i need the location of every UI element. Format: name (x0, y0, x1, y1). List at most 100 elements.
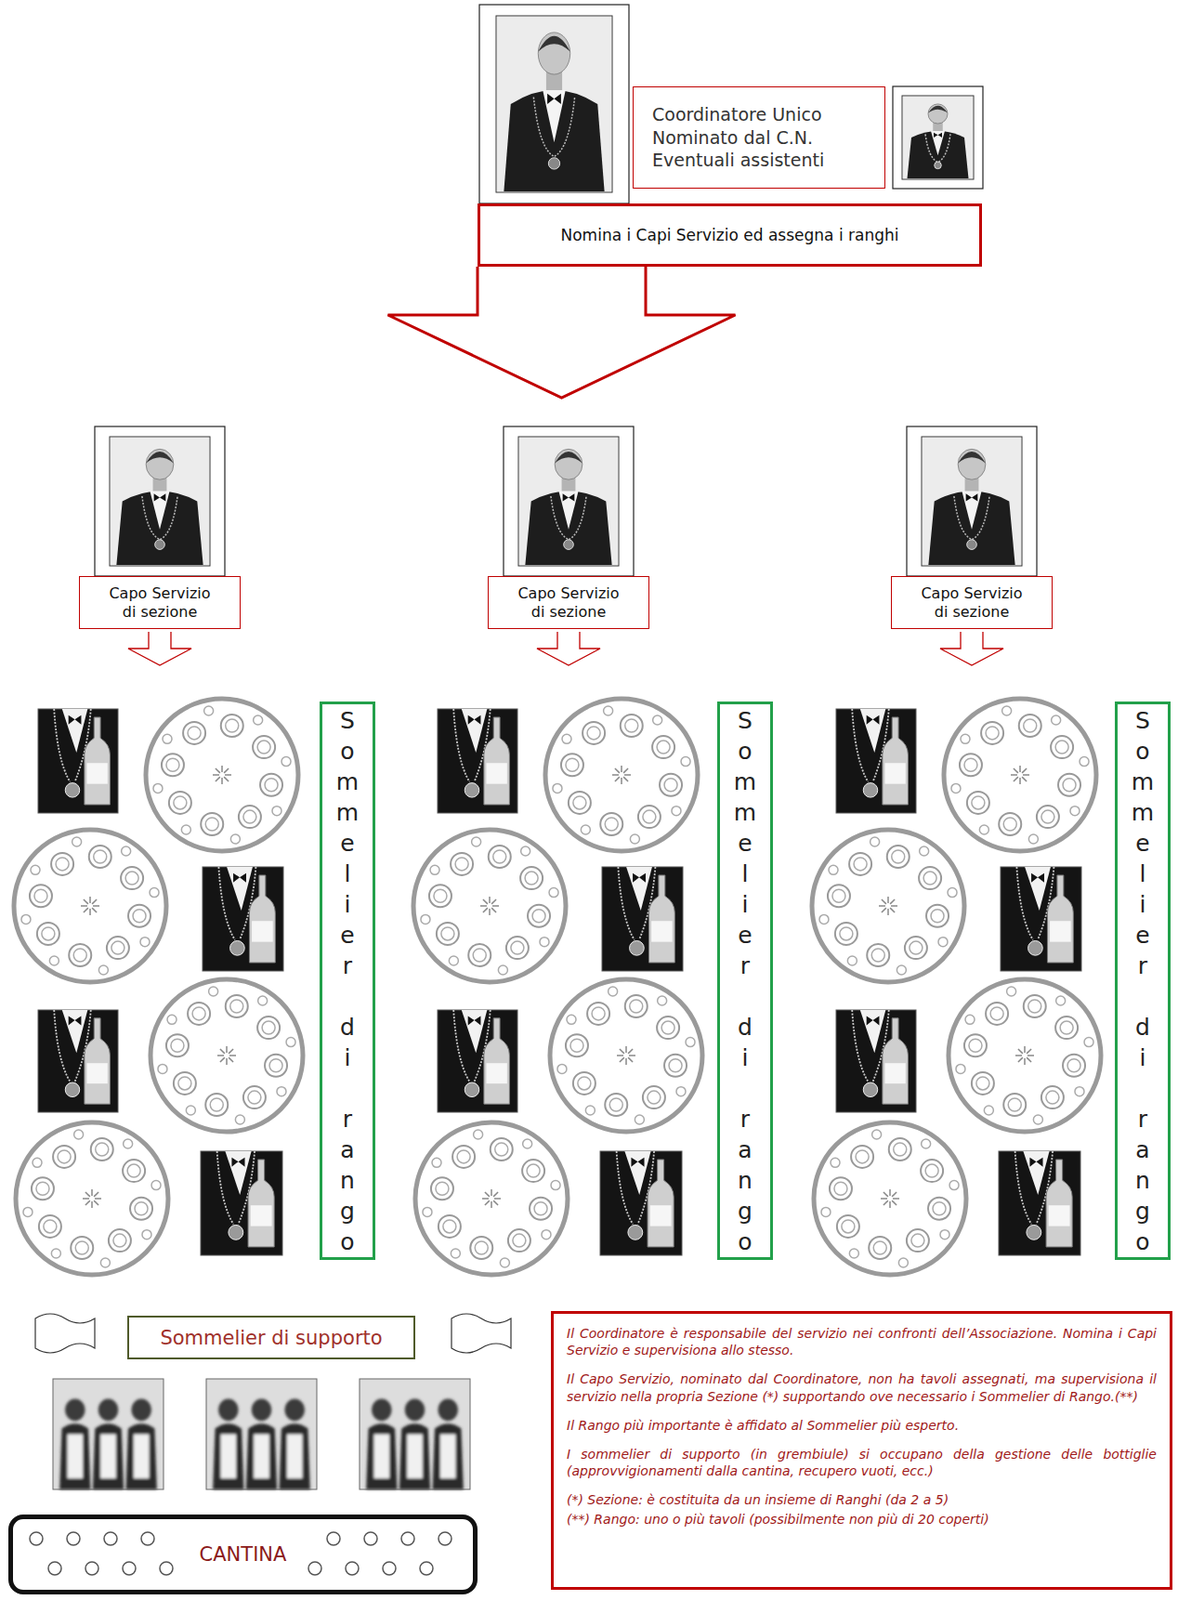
round-table (659, 773, 682, 797)
sommelier-photo (882, 1018, 909, 1104)
round-table (264, 778, 278, 792)
round-table (89, 845, 112, 868)
round-table (170, 1038, 184, 1052)
round-table (664, 1054, 687, 1077)
round-table (985, 726, 999, 740)
support-staff-photo (406, 1434, 423, 1480)
letter (336, 981, 360, 1012)
down-arrow (940, 631, 1004, 666)
round-table (70, 1236, 93, 1259)
sommelier-photo (468, 1016, 482, 1026)
letter: S (336, 705, 360, 736)
sommelier-photo (233, 873, 247, 883)
section-head-label: Capo Servizio di sezione (78, 575, 241, 629)
round-table (29, 884, 53, 907)
bottle-symbol (419, 1561, 433, 1575)
support-staff-photo (59, 1398, 158, 1490)
round-table (150, 979, 303, 1132)
round-table (985, 1002, 1008, 1025)
round-table (261, 1020, 275, 1035)
round-table (573, 796, 587, 810)
round-table (89, 896, 92, 904)
round-table (1079, 757, 1089, 767)
portrait (537, 36, 570, 53)
sommelier-photo (228, 1224, 244, 1240)
round-table (849, 1248, 859, 1258)
support-staff-photo (366, 1398, 464, 1490)
sommelier-photo (464, 1082, 479, 1097)
round-table (415, 1122, 568, 1275)
portrait (110, 437, 210, 565)
sommelier-photo (648, 875, 675, 963)
sommelier-photo (38, 1009, 118, 1113)
sommelier-photo (461, 1009, 488, 1053)
support-staff-photo (366, 1423, 397, 1490)
letter: r (733, 950, 758, 982)
sommelier-photo (200, 1151, 283, 1256)
round-table (187, 726, 201, 740)
round-table (215, 776, 221, 782)
round-table (1018, 1048, 1023, 1054)
round-table (841, 1219, 855, 1233)
round-table (964, 758, 978, 772)
round-table (482, 1197, 489, 1200)
portrait-frame (496, 15, 613, 193)
letter: i (733, 889, 758, 920)
letter (733, 1073, 758, 1104)
round-table (549, 979, 703, 1132)
round-table (15, 1122, 169, 1275)
bottle-symbol (382, 1561, 396, 1575)
round-table (625, 994, 648, 1018)
bottle-symbol (159, 1561, 173, 1575)
sommelier-photo (484, 717, 511, 805)
letter: r (733, 1103, 758, 1135)
round-table (955, 1063, 966, 1074)
round-table (949, 1180, 959, 1191)
letter: o (733, 735, 758, 767)
sommelier-photo (484, 1018, 511, 1104)
sommelier-photo (461, 708, 488, 753)
round-table (209, 986, 219, 996)
round-table (830, 1157, 840, 1167)
round-table (185, 1105, 196, 1115)
portrait (537, 32, 570, 75)
round-table (1007, 986, 1017, 996)
portrait (903, 96, 973, 179)
round-table (609, 1098, 623, 1112)
round-table (587, 1002, 610, 1025)
round-table (252, 735, 275, 759)
sommelier-photo (863, 783, 877, 798)
round-table (438, 1215, 461, 1238)
round-table (620, 765, 623, 773)
portrait-frame (518, 436, 619, 566)
sommelier-photo (650, 1204, 672, 1226)
letter: m (336, 797, 360, 828)
round-table (39, 1215, 62, 1238)
round-table (550, 1180, 561, 1191)
portrait-frame (503, 426, 634, 576)
round-table (890, 899, 895, 904)
round-table (981, 721, 1004, 745)
round-table (490, 1201, 493, 1208)
round-table (212, 773, 220, 776)
round-table (1070, 806, 1080, 816)
node-label: Capo Servizio di sezione (104, 584, 215, 622)
sommelier-photo (226, 866, 253, 911)
portrait (563, 539, 575, 550)
round-table (474, 1241, 488, 1255)
round-table (656, 740, 670, 754)
round-table (565, 758, 579, 772)
portrait (497, 16, 612, 192)
round-table (151, 1180, 161, 1191)
round-table (680, 757, 691, 767)
round-table (72, 837, 82, 847)
round-table (998, 812, 1021, 836)
round-table (23, 1206, 33, 1217)
portrait (497, 16, 612, 192)
letter: e (336, 827, 360, 859)
round-table (435, 1181, 449, 1195)
round-table (173, 796, 187, 810)
round-table (497, 965, 508, 975)
round-table (431, 1177, 454, 1200)
round-table (1058, 773, 1081, 797)
